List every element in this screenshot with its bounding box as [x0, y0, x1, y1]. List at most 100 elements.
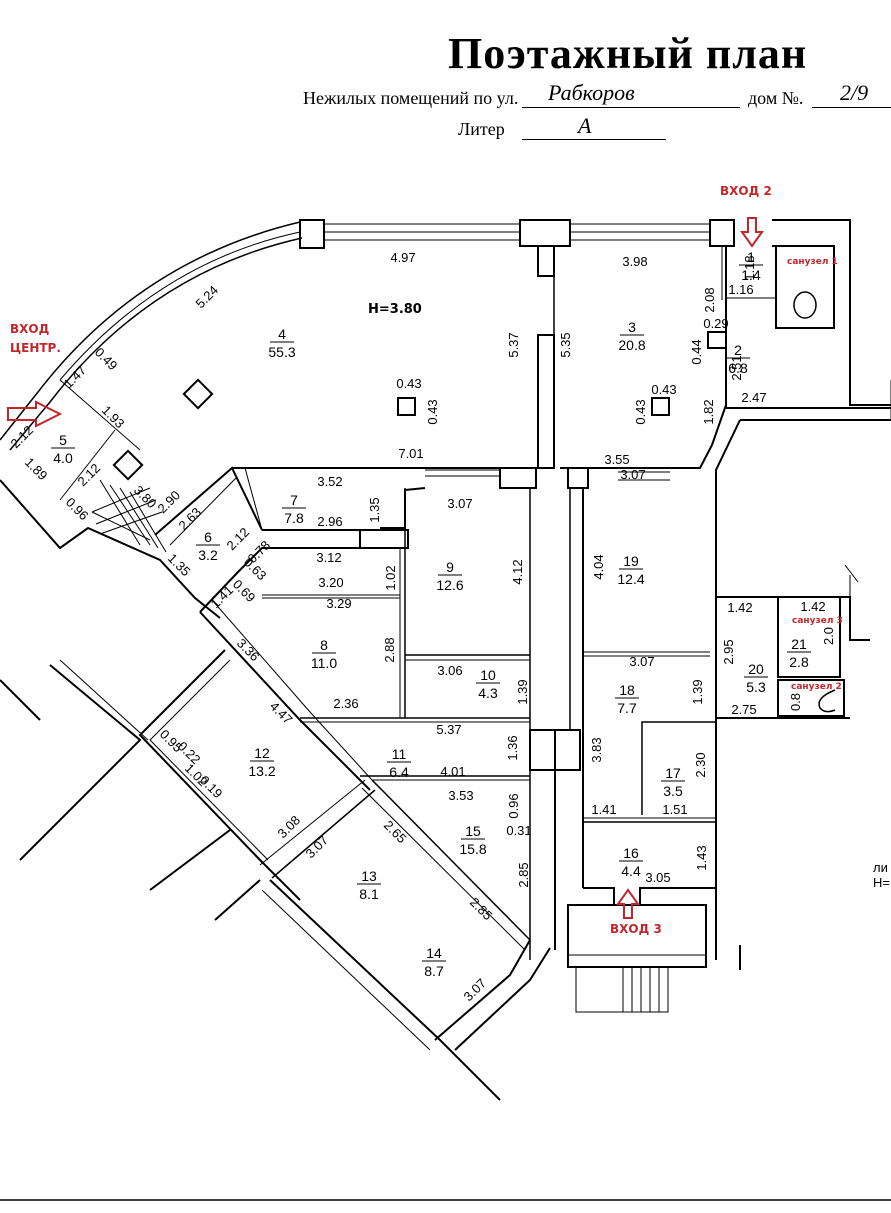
entrance-central-label-line1: ВХОД	[10, 322, 49, 336]
dimension-label: 3.20	[318, 575, 343, 590]
dimension-label: 3.36	[234, 636, 263, 665]
dimension-label: 1.36	[505, 735, 520, 760]
dimension-label: 1.18	[742, 255, 757, 280]
dimension-label: 3.52	[317, 474, 342, 489]
dimension-label: 3.83	[589, 737, 604, 762]
dimension-label: 3.06	[437, 663, 462, 678]
partial-label-line1: ли	[873, 860, 888, 875]
room-area: 6.8	[728, 360, 748, 376]
room-2: 26.8	[726, 342, 750, 376]
room-number: 8	[320, 637, 328, 653]
room-number: 17	[665, 765, 681, 781]
room-area: 11.0	[311, 655, 337, 671]
dimension-label: 2.63	[176, 505, 205, 534]
room-6: 63.2	[196, 529, 220, 563]
dimension-label: 3.53	[448, 788, 473, 803]
dimension-label: 2.12	[75, 461, 104, 490]
dimension-label: 3.07	[629, 654, 654, 669]
room-area: 12.4	[617, 571, 644, 587]
dimension-label: 3.07	[461, 976, 490, 1005]
dimension-label: 2.0	[821, 627, 836, 645]
dimension-label: 3.08	[275, 813, 304, 842]
dimension-label: 2.96	[317, 514, 342, 529]
dimension-label: 3.12	[316, 550, 341, 565]
dimension-label: 3.98	[622, 254, 647, 269]
dimension-label: 5.35	[558, 332, 573, 357]
room-number: 10	[480, 667, 496, 683]
house-underline	[812, 107, 891, 108]
room-4: 455.3	[268, 326, 295, 360]
room-7: 77.8	[282, 492, 306, 526]
dimension-label: 2.85	[516, 862, 531, 887]
dimension-label: 0.63	[241, 555, 270, 584]
dimension-label: 1.42	[800, 599, 825, 614]
dimension-label: 2.90	[155, 488, 184, 517]
room-1: 11.4	[739, 249, 763, 283]
room-area: 8.1	[359, 886, 379, 902]
room-18: 187.7	[615, 682, 639, 716]
room-number: 21	[791, 636, 807, 652]
dimension-label: 2.51	[729, 355, 744, 380]
room-13: 138.1	[357, 868, 381, 902]
dimension-label: 0.44	[689, 339, 704, 364]
dimension-label: 4.12	[510, 559, 525, 584]
room-area: 7.7	[617, 700, 637, 716]
dimension-label: 0.96	[63, 495, 92, 524]
dimension-label: 3.07	[447, 496, 472, 511]
dimension-label: 0.96	[506, 793, 521, 818]
room-number: 19	[623, 553, 639, 569]
room-number: 1	[747, 249, 755, 265]
dimension-label: 5.37	[506, 332, 521, 357]
partial-label-line2: Н=	[873, 875, 890, 890]
dimension-label: 5.24	[193, 283, 222, 312]
room-number: 20	[748, 661, 764, 677]
entrance-2-arrow-icon	[740, 217, 764, 248]
room-5: 54.0	[51, 432, 75, 466]
dimension-label: 4.04	[591, 554, 606, 579]
dimension-label: 2.88	[382, 637, 397, 662]
room-11: 116.4	[387, 746, 411, 780]
room-19: 19 12.4	[617, 553, 644, 587]
liter-value: А	[578, 113, 592, 138]
room-area: 3.5	[663, 783, 683, 799]
room-area: 20.8	[618, 337, 645, 353]
dimension-label: 2.30	[693, 752, 708, 777]
house-label: дом №.	[748, 88, 804, 108]
dimension-label: 0.43	[396, 376, 421, 391]
ceiling-height-label: H=3.80	[368, 302, 422, 317]
dimension-label: 2.85	[467, 895, 496, 924]
dimension-label: 0.8	[788, 693, 803, 711]
dimension-label: 3.29	[326, 596, 351, 611]
room-number: 12	[254, 745, 270, 761]
dimension-label: 3.07	[620, 467, 645, 482]
dimension-label: 2.12	[224, 525, 253, 554]
room-area: 3.2	[198, 547, 218, 563]
room-number: 9	[446, 559, 454, 575]
room-number: 7	[290, 492, 298, 508]
dimension-label: 0.31	[506, 823, 531, 838]
room-20: 205.3	[744, 661, 768, 695]
room-area: 4.4	[621, 863, 641, 879]
wc-2-label: санузел 2	[791, 682, 842, 692]
entrance-2-label: ВХОД 2	[720, 184, 772, 198]
dimension-label: 3.05	[645, 870, 670, 885]
walls	[0, 219, 891, 1201]
dimension-label: 1.51	[662, 802, 687, 817]
dimension-label: 1.02	[383, 565, 398, 590]
wc-3-label: санузел 3	[792, 616, 843, 626]
room-number: 14	[426, 945, 442, 961]
dimension-label: 1.82	[701, 399, 716, 424]
page-title: Поэтажный план	[448, 29, 808, 78]
room-21: 212.8	[787, 636, 811, 670]
room-area: 12.6	[436, 577, 463, 593]
room-17: 173.5	[661, 765, 685, 799]
dimension-label: 0.43	[633, 399, 648, 424]
room-number: 3	[628, 319, 636, 335]
dimension-label: 2.95	[721, 639, 736, 664]
room-number: 6	[204, 529, 212, 545]
dimension-label: 2.65	[381, 818, 410, 847]
room-area: 8.7	[424, 963, 444, 979]
room-9: 912.6	[436, 559, 463, 593]
